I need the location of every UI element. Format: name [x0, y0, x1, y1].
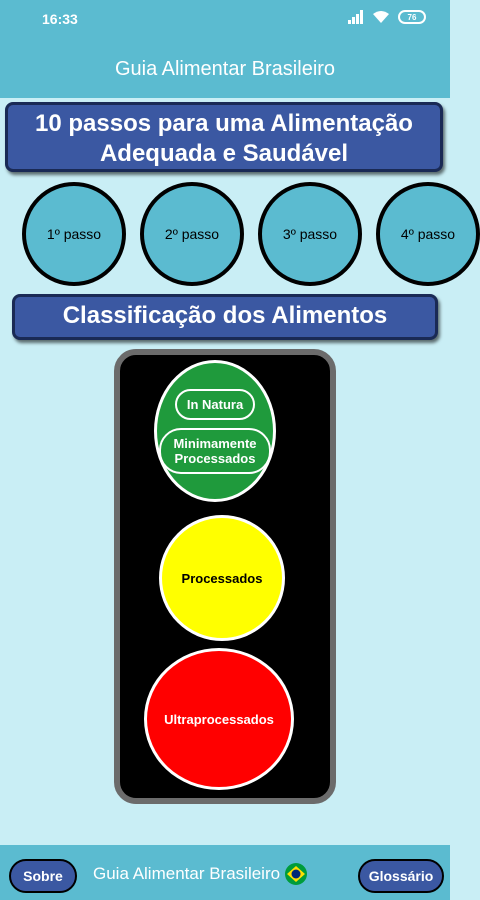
ultraprocessados-button[interactable]: Ultraprocessados — [144, 648, 294, 790]
processados-button[interactable]: Processados — [159, 515, 285, 641]
steps-banner-line2: Adequada e Saudável — [99, 140, 349, 167]
step-label: 3º passo — [282, 226, 338, 242]
steps-banner-line1: 10 passos para uma Alimentação — [35, 110, 413, 137]
step-label: 1º passo — [46, 226, 102, 242]
wifi-icon — [373, 11, 389, 23]
glossario-button[interactable]: Glossário — [358, 859, 444, 893]
step-1-button[interactable]: 1º passo — [22, 182, 126, 286]
steps-carousel[interactable]: 1º passo 2º passo 3º passo 4º passo — [22, 182, 480, 288]
green-light: In Natura Minimamente Processados — [154, 360, 276, 502]
bottom-title: Guia Alimentar Brasileiro — [93, 864, 281, 883]
app-title: Guia Alimentar Brasileiro — [114, 57, 336, 80]
minimamente-processados-button[interactable]: Minimamente Processados — [159, 427, 271, 474]
step-2-button[interactable]: 2º passo — [140, 182, 244, 286]
ultraprocessados-label: Ultraprocessados — [164, 711, 274, 727]
brazil-flag-icon — [285, 863, 308, 885]
battery-level: 76 — [407, 12, 417, 22]
status-time: 16:33 — [42, 11, 78, 27]
bottom-title-wrap: Guia Alimentar Brasileiro — [93, 862, 308, 886]
bottom-bar: Sobre Guia Alimentar Brasileiro Glossári… — [0, 845, 450, 900]
processados-label: Processados — [181, 570, 263, 586]
step-4-button[interactable]: 4º passo — [376, 182, 480, 286]
status-icons: 76 — [348, 10, 426, 24]
classification-title: Classificação dos Alimentos — [62, 302, 388, 329]
in-natura-button[interactable]: In Natura — [174, 388, 256, 420]
signal-icon — [348, 10, 363, 24]
step-3-button[interactable]: 3º passo — [258, 182, 362, 286]
classification-banner: Classificação dos Alimentos — [12, 294, 438, 340]
step-label: 4º passo — [400, 226, 456, 242]
sobre-button[interactable]: Sobre — [9, 859, 77, 893]
step-label: 2º passo — [164, 226, 220, 242]
status-bar: 16:33 76 — [0, 0, 450, 40]
battery-icon: 76 — [398, 10, 426, 24]
app-bar: Guia Alimentar Brasileiro — [0, 40, 450, 98]
steps-banner[interactable]: 10 passos para uma Alimentação Adequada … — [5, 102, 443, 172]
